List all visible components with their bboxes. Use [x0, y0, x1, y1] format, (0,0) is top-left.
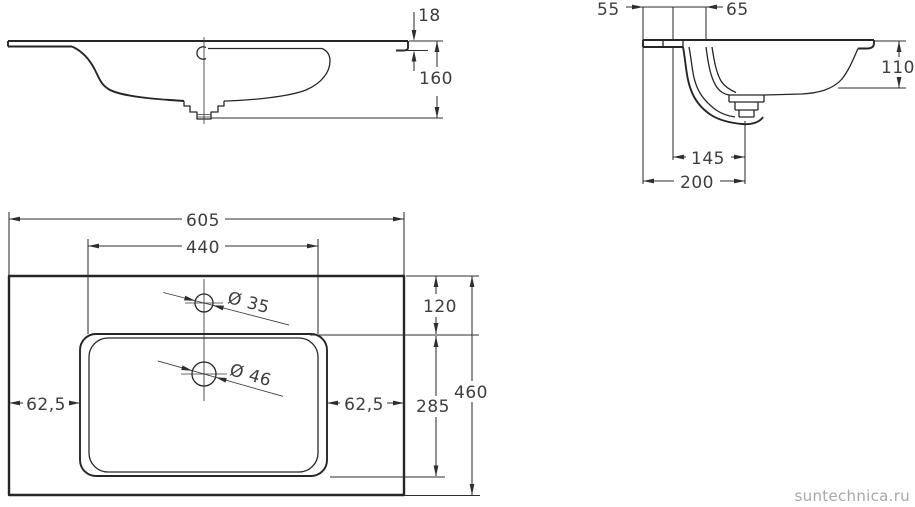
drain-hole-dia-label: Ø 46: [227, 360, 273, 391]
dim-440-label: 440: [186, 238, 220, 258]
side-channel-inner: [688, 46, 736, 118]
front-bowl-inner: [208, 47, 331, 102]
side-rim-divisions: [662, 40, 684, 47]
side-rim-outline: [642, 39, 875, 50]
drain-hole: [191, 361, 217, 387]
plan-basin-outer: [79, 333, 328, 477]
faucet-hole-dia-label: Ø 35: [226, 288, 272, 318]
faucet-hole-leader: Ø 35: [163, 288, 290, 326]
front-overflow-arc: [196, 46, 207, 60]
side-bowl-left-wall: [705, 46, 737, 96]
dim-120-label: 120: [423, 297, 457, 317]
side-section-view: 55 65 110 145 200: [597, 0, 915, 193]
dim-605-label: 605: [186, 211, 220, 231]
front-outer-wall: [71, 45, 185, 102]
front-dim-arrows: [411, 30, 440, 118]
dim-460-label: 460: [454, 383, 488, 403]
plan-countertop-outline: [7, 274, 406, 497]
plan-extension-lines: [8, 212, 480, 497]
dim-145-label: 145: [691, 149, 725, 169]
side-extension-lines: [642, 7, 906, 184]
plan-basin-inner: [88, 337, 319, 473]
front-section-view: 18 160: [7, 6, 453, 124]
dim-62-5-right-label: 62,5: [344, 395, 384, 415]
side-drain: [728, 94, 765, 118]
dim-55-label: 55: [597, 0, 620, 20]
dim-65-label: 65: [726, 0, 749, 20]
dim-62-5-left-label: 62,5: [26, 395, 66, 415]
plan-view: Ø 35 Ø 46 605 440 62,5 62,5 120 285 460: [7, 211, 488, 497]
faucet-hole: [194, 293, 214, 313]
dim-18-label: 18: [418, 6, 441, 26]
side-bowl-right-wall: [763, 48, 859, 96]
front-rim-outline: [7, 40, 409, 52]
drain-hole-leader: Ø 46: [157, 360, 284, 397]
side-outer-wall: [682, 46, 764, 126]
watermark-text: suntechnica.ru: [795, 487, 910, 505]
dim-160-label: 160: [419, 69, 453, 89]
dim-285-label: 285: [416, 397, 450, 417]
side-dim-arrows: [632, 4, 902, 184]
dim-110-label: 110: [881, 58, 915, 78]
dim-200-label: 200: [680, 173, 714, 193]
